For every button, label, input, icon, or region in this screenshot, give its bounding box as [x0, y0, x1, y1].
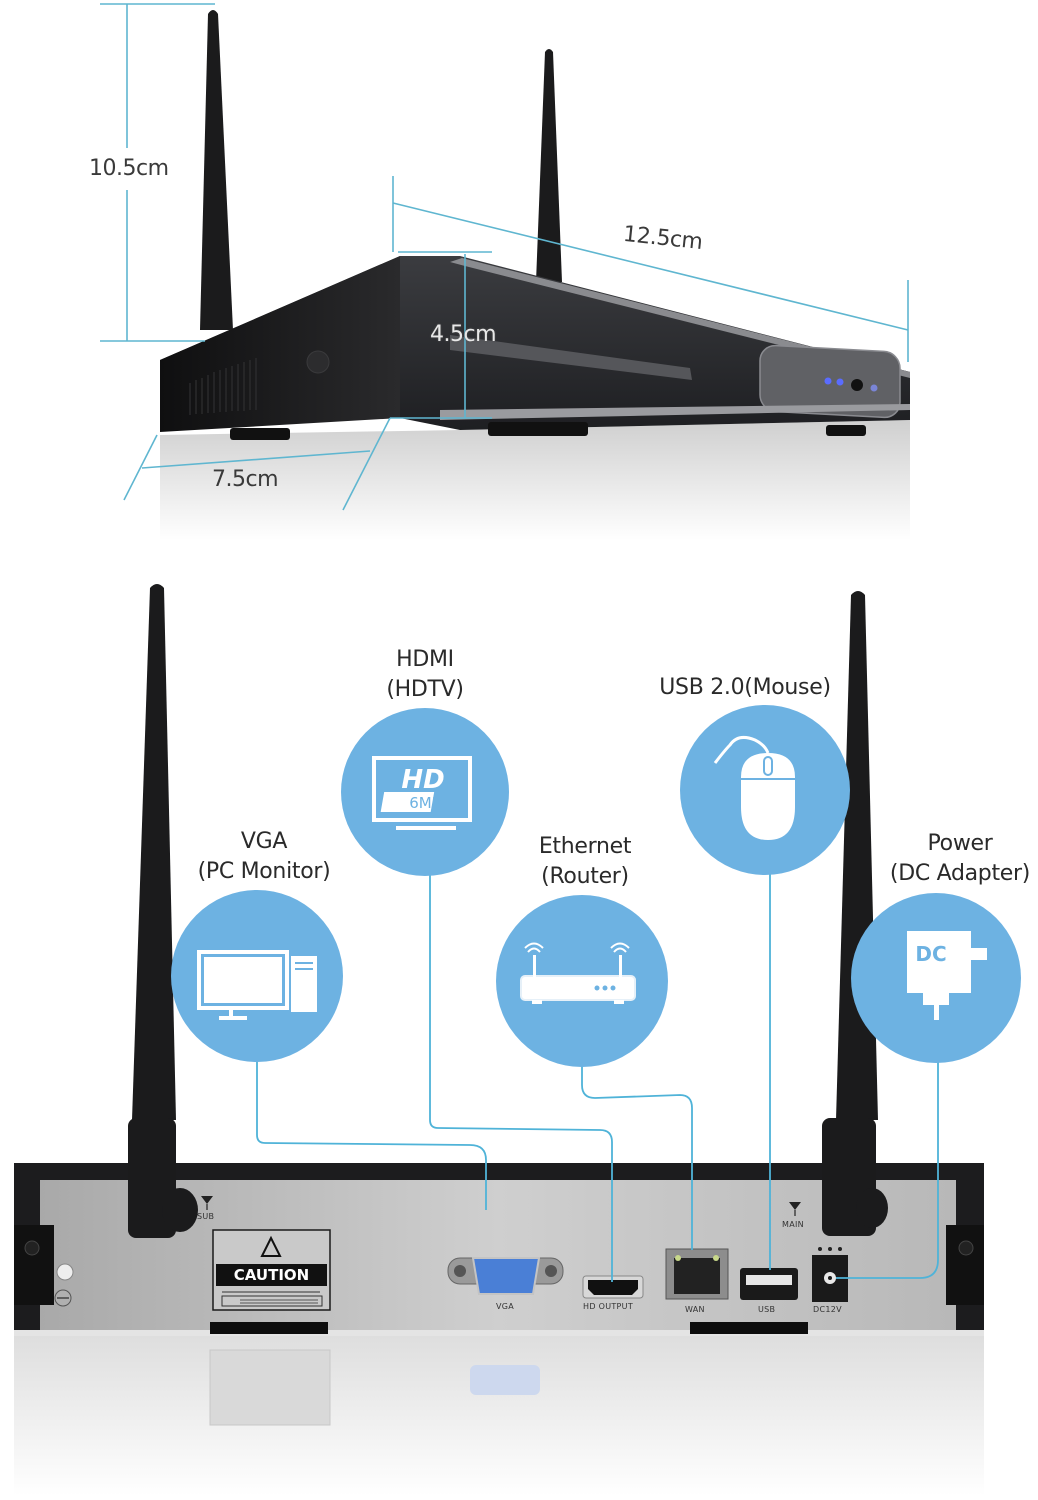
vga-title: VGA(PC Monitor) — [197, 829, 331, 884]
device-dimension-illustration — [100, 3, 910, 540]
caution-text: CAUTION — [233, 1266, 310, 1284]
antenna-height-label: 10.5cm — [89, 156, 169, 181]
ethernet-port — [665, 1248, 729, 1300]
device-foot — [230, 428, 290, 440]
led-indicator — [824, 377, 832, 385]
ethernet-title: Ethernet(Router) — [538, 834, 632, 889]
usb-port — [740, 1268, 798, 1300]
ir-receiver — [851, 379, 863, 391]
antenna-symbol-icon — [201, 1196, 213, 1204]
power-callout-circle: DC — [851, 893, 1021, 1063]
dc-power-port — [812, 1247, 848, 1302]
antenna-symbol-icon — [789, 1202, 801, 1210]
dc-adapter-icon: DC — [907, 931, 987, 1020]
svg-text:DC: DC — [915, 942, 946, 966]
panel-reflection — [14, 1336, 984, 1496]
hd-tv-icon: HD 6MP — [372, 756, 472, 830]
pc-monitor-icon — [197, 950, 317, 1020]
depth-label: 7.5cm — [212, 467, 279, 492]
floor-reflection — [160, 420, 910, 540]
usb-title: USB 2.0(Mouse) — [659, 675, 831, 700]
screw-icon — [56, 1263, 74, 1281]
svg-text:HD: HD — [401, 765, 444, 795]
ground-terminal-icon — [54, 1289, 72, 1307]
antenna-right — [536, 49, 562, 282]
power-title: Power(DC Adapter) — [889, 831, 1031, 886]
antenna-left — [200, 10, 233, 330]
vga-port — [447, 1257, 564, 1295]
device-height-label: 4.5cm — [430, 322, 497, 347]
warning-triangle-icon — [260, 1235, 282, 1257]
svg-text:6MP: 6MP — [409, 794, 441, 812]
device-foot — [488, 422, 588, 436]
side-screw-icon — [306, 350, 330, 374]
usb-callout-circle — [680, 705, 850, 875]
dc-port-label: DC12V — [813, 1305, 842, 1314]
vga-port-label: VGA — [496, 1302, 515, 1311]
mouse-icon — [713, 735, 795, 840]
hdmi-port — [582, 1275, 644, 1299]
vga-callout-circle — [171, 890, 343, 1062]
mount-screw-icon — [24, 1240, 40, 1256]
dimension-lines — [100, 3, 909, 511]
side-vents — [189, 358, 257, 415]
hdmi-port-label: HD OUTPUT — [583, 1302, 634, 1311]
hdmi-callout-circle: HD 6MP — [341, 708, 509, 876]
led-indicator — [836, 378, 844, 386]
usb-port-label: USB — [758, 1305, 776, 1314]
wan-port-label: WAN — [685, 1305, 705, 1314]
antenna-main-label: MAIN — [782, 1220, 804, 1229]
led-indicator — [870, 384, 878, 392]
antenna-sub-label: SUB — [197, 1212, 215, 1221]
ethernet-callout-circle — [496, 895, 668, 1067]
mount-screw-icon — [958, 1240, 974, 1256]
hdmi-title: HDMI(HDTV) — [386, 647, 464, 702]
device-foot — [826, 425, 866, 436]
device-foot — [210, 1322, 328, 1334]
device-foot — [690, 1322, 808, 1334]
router-icon — [520, 942, 636, 1004]
